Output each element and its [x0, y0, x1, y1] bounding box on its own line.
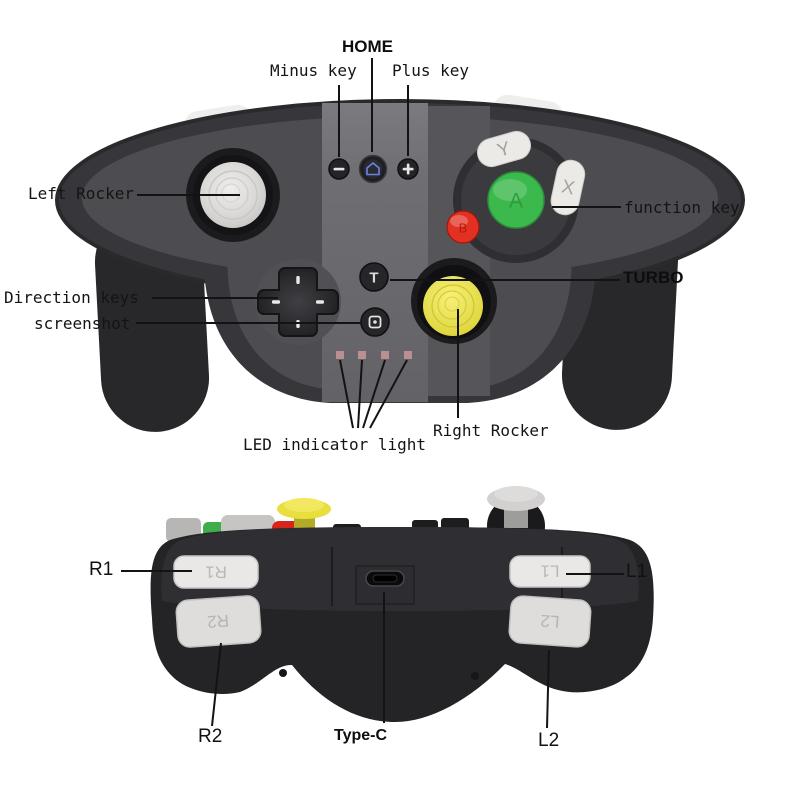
r2-button: R2: [175, 595, 262, 648]
label-led-indicator: LED indicator light: [243, 435, 427, 454]
screenshot-button: [360, 307, 390, 337]
leader-lines: [121, 58, 624, 729]
y-button-label: Y: [495, 138, 513, 162]
label-turbo: TURBO: [623, 268, 684, 287]
led-3: [381, 351, 389, 359]
l1-button: L1: [509, 555, 591, 588]
label-l1: L1: [626, 561, 648, 582]
label-function-key: function key: [624, 198, 740, 217]
leader-line-l2: [546, 649, 550, 729]
screenshot-icon: [368, 315, 382, 329]
label-minus-key: Minus key: [270, 61, 357, 80]
led-4: [404, 351, 412, 359]
leader-line-r2: [211, 642, 222, 727]
l1-button-label: L1: [541, 562, 560, 581]
direction-pad: [255, 259, 341, 345]
led-1: [336, 351, 344, 359]
r1-button: R1: [173, 555, 259, 589]
x-button: X: [550, 159, 586, 216]
l2-button: L2: [508, 595, 592, 648]
led-indicators: [336, 351, 412, 359]
label-l2: L2: [538, 730, 560, 751]
label-home: HOME: [342, 37, 393, 56]
b-button-label: B: [459, 221, 468, 236]
label-plus-key: Plus key: [392, 61, 470, 80]
label-right-rocker: Right Rocker: [433, 421, 549, 440]
turbo-button: T: [359, 262, 389, 292]
turbo-button-label: T: [369, 270, 378, 287]
l2-button-label: L2: [540, 611, 560, 631]
front-view-figure: Y X A B: [55, 94, 745, 432]
back-view-figure: R1 R2 L1 L2: [150, 486, 654, 722]
b-button: B: [446, 210, 480, 244]
back-dimple-left: [279, 669, 287, 677]
r2-button-label: R2: [206, 611, 229, 631]
plus-button: [397, 158, 419, 180]
minus-button: [328, 158, 350, 180]
label-r2: R2: [198, 726, 223, 747]
type-c-port: [365, 570, 405, 587]
plus-icon: [402, 163, 414, 175]
led-2: [358, 351, 366, 359]
r1-button-label: R1: [205, 563, 227, 582]
home-icon: [366, 161, 380, 176]
back-dimple-right: [471, 672, 479, 680]
a-button-label: A: [509, 190, 523, 213]
label-type-c: Type-C: [334, 727, 388, 744]
minus-icon: [333, 167, 345, 171]
leader-lines-led: [339, 359, 408, 429]
face-button-cluster: Y X A B: [446, 130, 586, 263]
label-left-rocker: Left Rocker: [28, 184, 134, 203]
x-button-label: X: [560, 176, 577, 199]
home-button: [358, 154, 388, 184]
label-r1: R1: [89, 559, 114, 580]
a-button: A: [487, 171, 545, 229]
y-button: Y: [477, 130, 531, 168]
right-rocker-stick: [411, 258, 497, 344]
label-screenshot: screenshot: [34, 314, 131, 333]
label-direction-keys: Direction keys: [4, 288, 139, 307]
